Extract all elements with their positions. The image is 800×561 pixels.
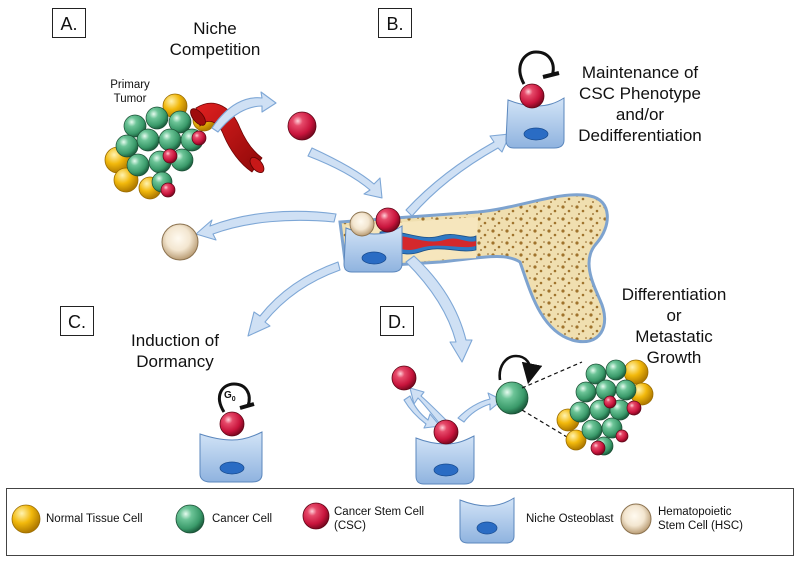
circulating-cancer-stem-cell [287, 111, 317, 141]
legend-label-hsc: Hematopoietic Stem Cell (HSC) [658, 505, 743, 533]
metastatic-tumor [556, 359, 654, 456]
legend-label-cancer-cell: Cancer Cell [212, 512, 272, 526]
caption-b-line-3: and/or [615, 105, 665, 124]
caption-d-line-3: Metastatic [635, 327, 713, 346]
legend-label-niche-osteoblast-line-1: Niche Osteoblast [526, 513, 614, 525]
central-cancer-stem-cell [375, 207, 401, 233]
caption-a-line-2: Competition [169, 40, 261, 59]
d-osteoblast-nucleus [433, 463, 459, 477]
caption-a-line-1: Niche [193, 19, 237, 38]
d-zoom-line-top [521, 361, 583, 389]
legend [6, 488, 794, 556]
caption-d-line-2: or [666, 306, 682, 325]
caption-d: Differentiation or Metastatic Growth [604, 284, 744, 368]
d-detached-cancer-stem-cell [391, 365, 417, 391]
arrow-niche-to-c [247, 261, 341, 337]
c-osteoblast-nucleus [219, 461, 245, 475]
b-cancer-stem-cell [519, 83, 545, 109]
central-hsc [349, 211, 375, 237]
c-osteoblast [199, 431, 263, 483]
arrow-d-detach [409, 387, 447, 425]
b-self-renewal-loop [518, 50, 555, 85]
primary-tumor-label-line-1: Primary [110, 79, 150, 91]
arrow-d-attach [403, 395, 441, 429]
panel-label-d: D. [380, 306, 414, 336]
b-inhibition-bar [542, 71, 560, 79]
d-cancer-stem-cell [433, 419, 459, 445]
legend-label-normal-tissue-cell-line-1: Normal Tissue Cell [46, 513, 143, 525]
arrow-niche-to-hsc [195, 210, 337, 241]
primary-tumor-label-line-2: Tumor [113, 93, 147, 105]
panel-label-b: B. [378, 8, 412, 38]
d-osteoblast [415, 435, 475, 485]
arrow-circulation-to-niche [307, 147, 383, 199]
legend-label-hsc-line-1: Hematopoietic [658, 506, 732, 518]
c-cell-cycle-loop [218, 382, 251, 413]
legend-label-normal-tissue-cell: Normal Tissue Cell [46, 512, 143, 526]
legend-label-niche-osteoblast: Niche Osteoblast [526, 512, 614, 526]
c-inhibition-bar [239, 402, 255, 410]
caption-c-line-1: Induction of [131, 331, 219, 350]
panel-label-a: A. [52, 8, 86, 38]
d-cancer-cell [495, 381, 529, 415]
caption-d-line-1: Differentiation [621, 285, 727, 304]
legend-label-cancer-stem-cell-line-1: Cancer Stem Cell [334, 506, 425, 518]
legend-label-cancer-cell-line-1: Cancer Cell [212, 513, 273, 525]
primary-tumor-label: Primary Tumor [100, 78, 160, 106]
caption-a: Niche Competition [160, 18, 270, 60]
c-g0-marker: G0 [224, 390, 236, 406]
niche-osteoblast-icon [459, 497, 515, 544]
hematopoietic-stem-cell-icon [620, 503, 652, 535]
arrow-niche-to-d [405, 255, 473, 363]
legend-icons [11, 497, 652, 544]
c-g0-marker-letter: G [224, 390, 232, 401]
caption-b-line-1: Maintenance of [581, 63, 699, 82]
panel-label-c: C. [60, 306, 94, 336]
caption-b-line-4: Dedifferentiation [578, 126, 702, 145]
arrow-d-differentiate [457, 392, 503, 423]
c-g0-marker-sub: 0 [231, 396, 236, 403]
legend-label-hsc-line-2: Stem Cell (HSC) [658, 520, 743, 532]
cancer-stem-cell-icon [302, 502, 330, 530]
c-cancer-stem-cell [219, 411, 245, 437]
central-osteoblast-nucleus [361, 251, 387, 265]
caption-d-line-4: Growth [646, 348, 702, 367]
caption-b: Maintenance of CSC Phenotype and/or Dedi… [560, 62, 720, 146]
caption-c: Induction of Dormancy [110, 330, 240, 372]
caption-c-line-2: Dormancy [136, 352, 214, 371]
d-zoom-line-bottom [521, 409, 573, 441]
caption-b-line-2: CSC Phenotype [579, 84, 701, 103]
arrow-tumor-to-circulation [211, 91, 277, 133]
d-proliferation-arrow [498, 354, 543, 385]
legend-label-cancer-stem-cell: Cancer Stem Cell (CSC) [334, 505, 424, 533]
legend-label-cancer-stem-cell-line-2: (CSC) [334, 520, 366, 532]
cancer-cell-icon [175, 504, 205, 534]
arrow-niche-to-b [405, 133, 511, 217]
circulating-hsc [161, 223, 199, 261]
b-osteoblast-nucleus [523, 127, 549, 141]
normal-tissue-cell-icon [11, 504, 41, 534]
